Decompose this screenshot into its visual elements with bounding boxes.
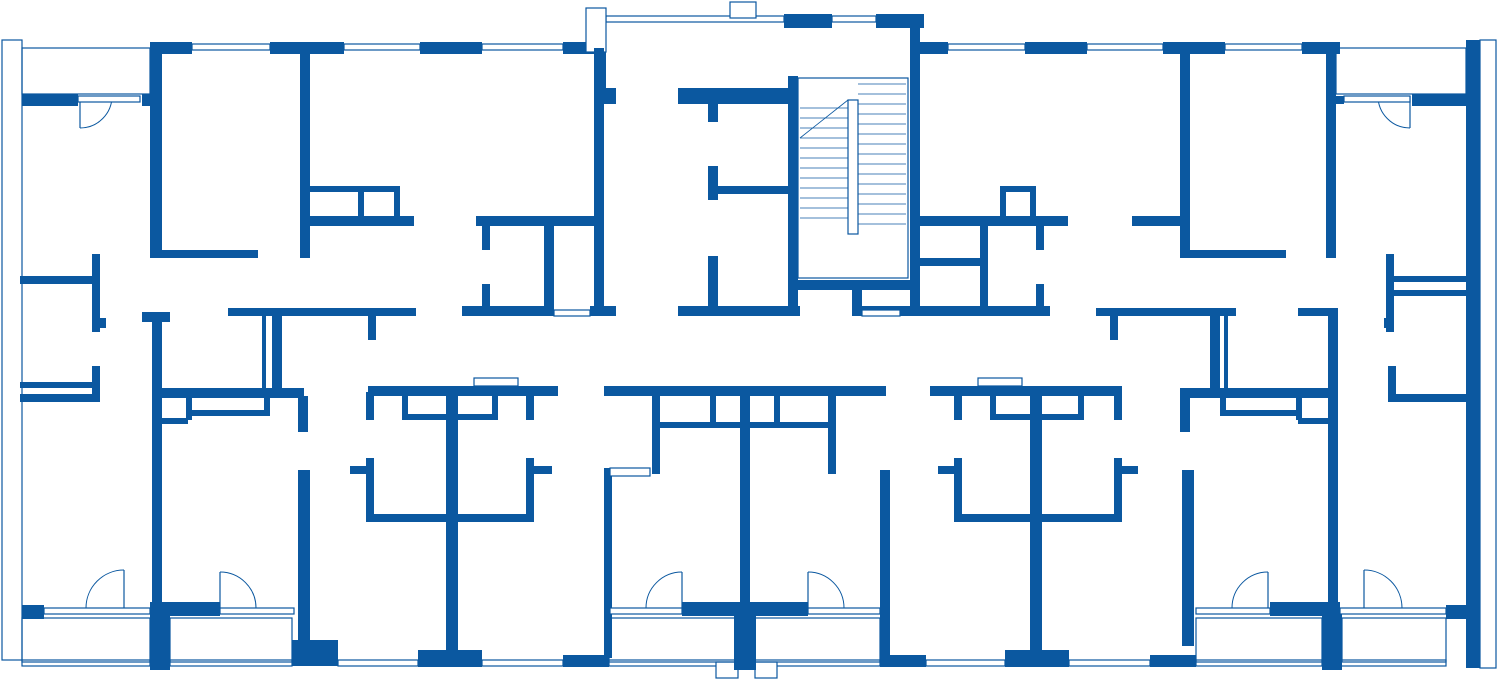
door-swings bbox=[43, 95, 1447, 615]
stair-treads bbox=[799, 83, 906, 225]
central-right-walls bbox=[930, 377, 1138, 658]
central-walls bbox=[604, 386, 890, 670]
left-wing-walls bbox=[20, 47, 616, 670]
central-left-walls bbox=[350, 377, 558, 658]
right-wing-walls bbox=[912, 47, 1468, 670]
stair-core bbox=[678, 76, 920, 317]
stair-break-line bbox=[799, 99, 849, 139]
